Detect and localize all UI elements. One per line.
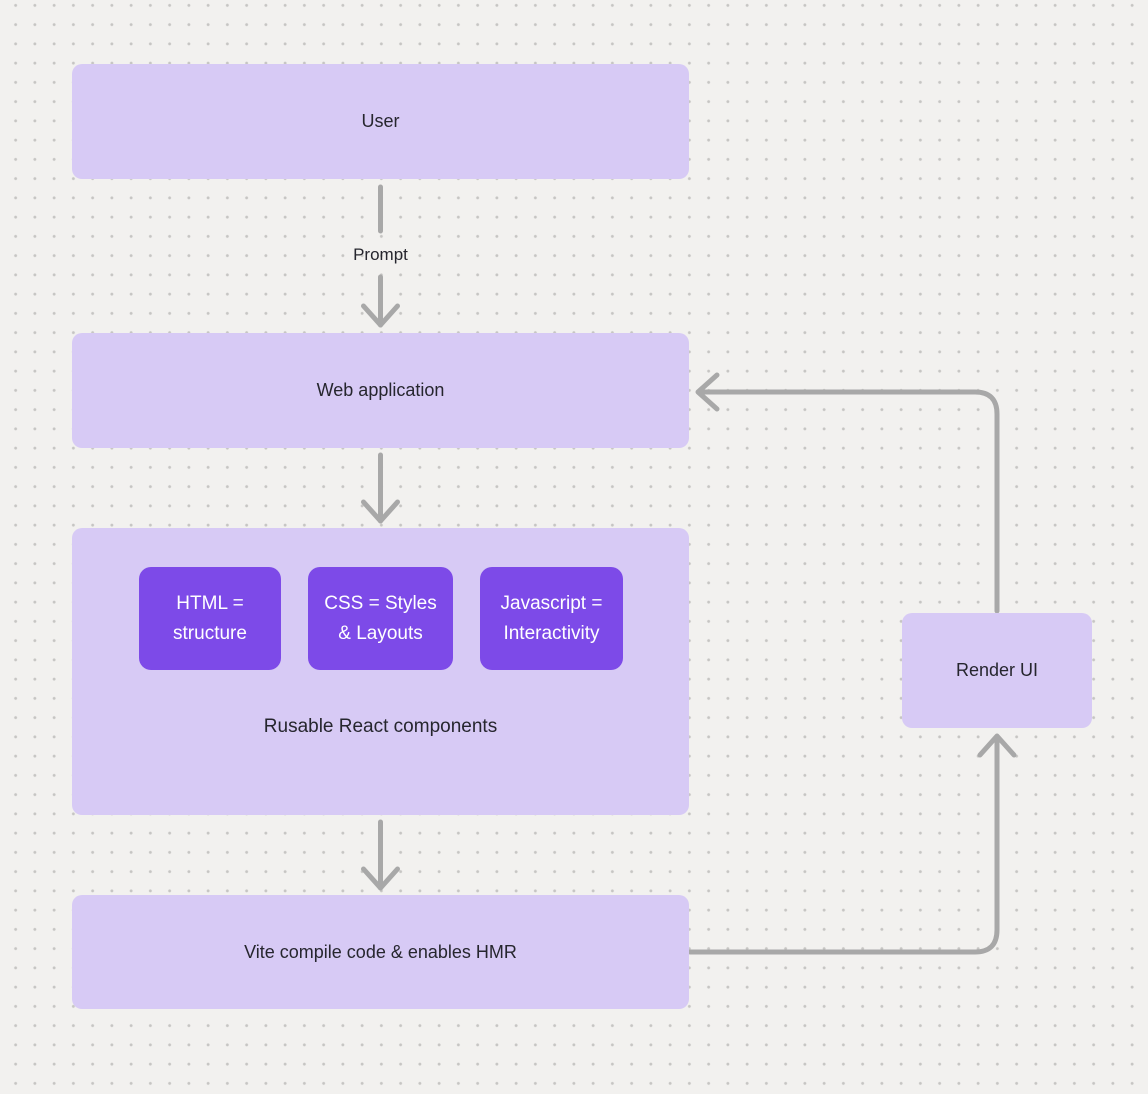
javascript-component-node: Javascript = Interactivity bbox=[480, 567, 623, 670]
arrowhead-down-vite bbox=[361, 866, 400, 891]
user-node-label: User bbox=[361, 111, 400, 131]
arrow-render-ui-to-web-application bbox=[697, 389, 1000, 614]
prompt-edge-label: Prompt bbox=[353, 245, 408, 264]
components-group-label: Rusable React components bbox=[263, 716, 498, 737]
user-node: User bbox=[72, 64, 689, 179]
css-component-node: CSS = Styles & Layouts bbox=[308, 567, 453, 670]
html-component-node: HTML = structure bbox=[139, 567, 281, 670]
web-application-node-label: Web application bbox=[316, 380, 445, 400]
render-ui-node: Render UI bbox=[902, 613, 1092, 728]
arrowhead-down-web-application bbox=[361, 303, 400, 328]
arrow-vite-to-render-ui bbox=[687, 734, 1000, 955]
arrowhead-left-web-application bbox=[695, 372, 720, 412]
components-group-node: HTML = structure CSS = Styles & Layouts … bbox=[72, 528, 689, 815]
javascript-component-label: Javascript = Interactivity bbox=[500, 593, 603, 644]
html-component-label: HTML = structure bbox=[173, 593, 247, 644]
render-ui-node-label: Render UI bbox=[955, 660, 1039, 680]
arrowhead-up-render-ui bbox=[977, 733, 1017, 758]
vite-node-label: Vite compile code & enables HMR bbox=[244, 941, 517, 962]
arrowhead-down-components bbox=[361, 499, 400, 524]
web-application-node: Web application bbox=[72, 333, 689, 448]
css-component-label: CSS = Styles & Layouts bbox=[324, 593, 437, 644]
vite-node: Vite compile code & enables HMR bbox=[72, 895, 689, 1009]
